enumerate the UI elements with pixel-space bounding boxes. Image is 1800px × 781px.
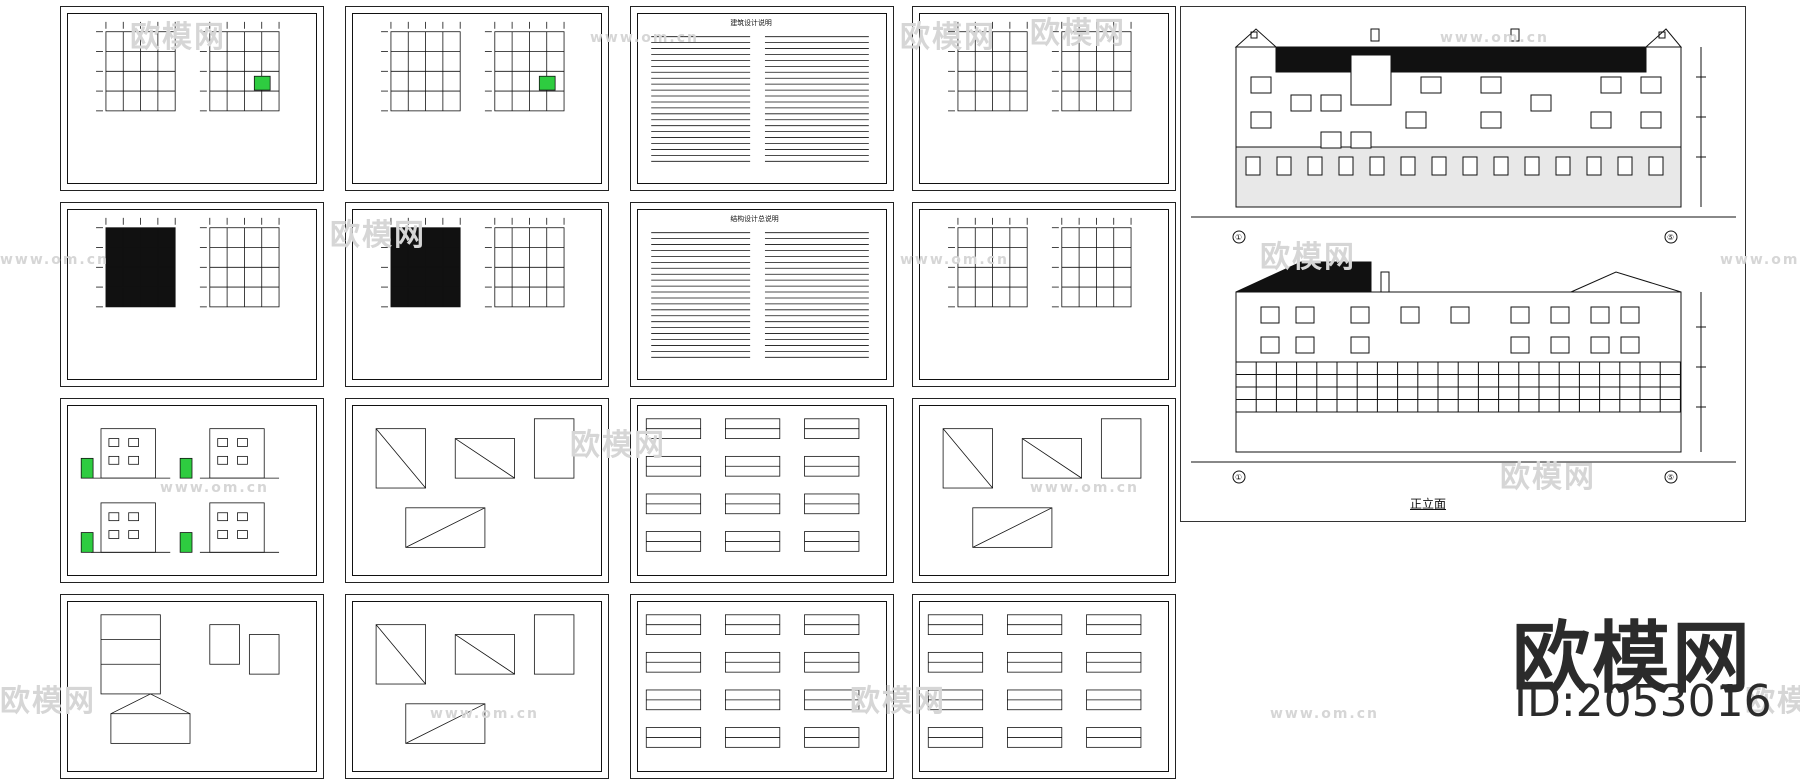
drawing-sheet-12 [912, 398, 1176, 583]
sheet-drawing: 建筑设计说明 [651, 18, 869, 162]
sheet-frame [919, 601, 1169, 772]
sheet-frame [67, 601, 317, 772]
drawing-sheet-13 [60, 594, 324, 779]
sheet-drawing [381, 217, 565, 308]
svg-text:①: ① [1235, 233, 1242, 242]
sheet-title: 结构设计总说明 [730, 214, 778, 223]
drawing-sheet-4 [912, 6, 1176, 191]
sheet-frame [67, 405, 317, 576]
sheet-drawing [948, 21, 1132, 112]
sheet-drawing [96, 21, 280, 112]
drawing-sheet-3: 建筑设计说明 [630, 6, 894, 191]
sheet-frame [919, 13, 1169, 184]
sheet-drawing [645, 418, 860, 552]
svg-text:①: ① [1235, 473, 1242, 482]
elevation-title: 正立面 [1410, 497, 1447, 511]
brand-logo-text: 欧模网 [1512, 614, 1753, 704]
sheet-frame [637, 601, 887, 772]
elevation-svg: ① ⑤ ① ⑤ [1191, 28, 1736, 484]
sheet-drawing [948, 217, 1132, 308]
sheet-drawing [375, 418, 575, 548]
sheet-frame [919, 405, 1169, 576]
drawing-sheet-14 [345, 594, 609, 779]
drawing-sheet-15 [630, 594, 894, 779]
drawing-sheet-2 [345, 6, 609, 191]
drawing-sheet-8 [912, 202, 1176, 387]
sheet-frame [919, 209, 1169, 380]
drawing-sheet-7: 结构设计总说明 [630, 202, 894, 387]
sheet-frame [637, 13, 887, 184]
sheet-drawing [381, 21, 565, 112]
sheet-drawing [96, 217, 280, 308]
sheet-frame [352, 209, 602, 380]
drawing-sheet-11 [630, 398, 894, 583]
sheet-drawing [927, 614, 1142, 748]
drawing-sheet-1 [60, 6, 324, 191]
sheet-frame [67, 13, 317, 184]
sheet-drawing: 结构设计总说明 [651, 214, 869, 358]
sheet-drawing [645, 614, 860, 748]
sheet-frame [637, 405, 887, 576]
drawing-sheet-5 [60, 202, 324, 387]
drawing-sheet-10 [345, 398, 609, 583]
sheet-drawing [80, 428, 280, 553]
sheet-frame [67, 209, 317, 380]
sheet-title: 建筑设计说明 [730, 18, 772, 27]
sheet-frame [352, 13, 602, 184]
watermark-url: www.om.cn [1270, 706, 1380, 722]
drawing-sheet-6 [345, 202, 609, 387]
sheet-drawing [942, 418, 1142, 548]
sheet-frame [352, 405, 602, 576]
drawing-sheet-9 [60, 398, 324, 583]
svg-text:⑤: ⑤ [1667, 233, 1674, 242]
sheet-frame [352, 601, 602, 772]
drawing-sheet-16 [912, 594, 1176, 779]
sheet-drawing [375, 614, 575, 744]
sheet-frame [637, 209, 887, 380]
sheet-drawing [100, 614, 280, 744]
svg-text:⑤: ⑤ [1667, 473, 1674, 482]
elevation-drawing: ① ⑤ ① ⑤ [1180, 6, 1746, 522]
model-id: ID:2053016 [1514, 676, 1772, 727]
